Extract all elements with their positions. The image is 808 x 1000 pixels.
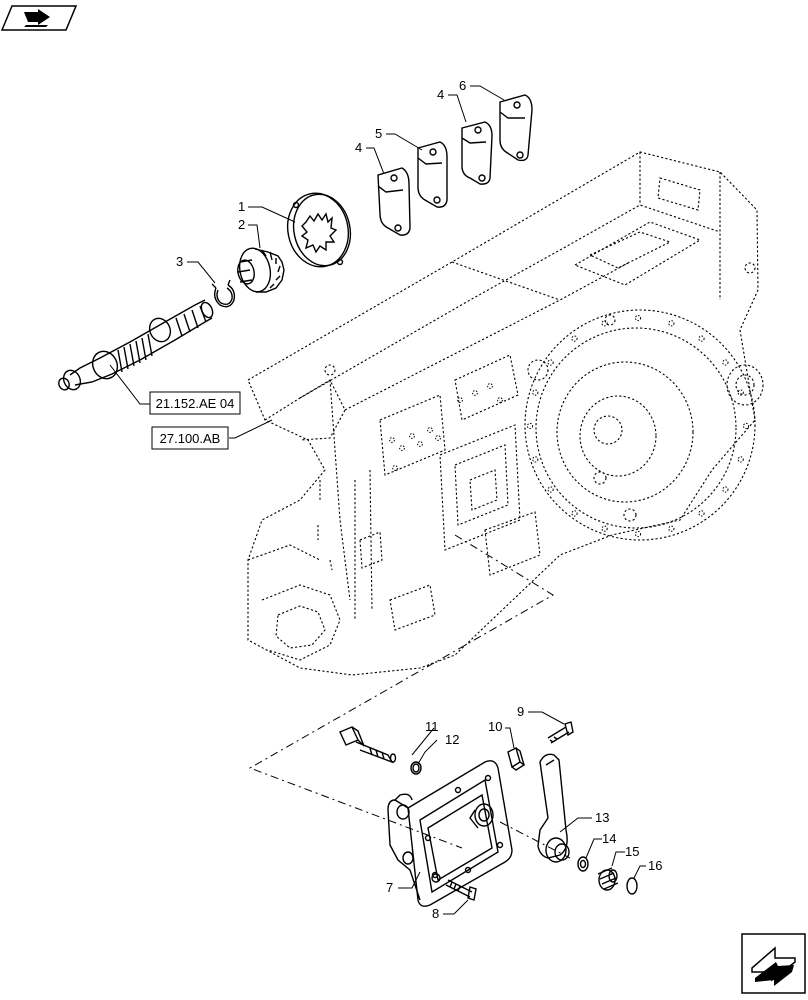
flange-bolt-hole	[742, 422, 750, 430]
callout-4: 4	[437, 87, 444, 102]
clip-part-10	[507, 746, 526, 771]
callout-3: 3	[176, 254, 183, 269]
ring-part-16	[626, 877, 638, 895]
callout-13: 13	[595, 810, 609, 825]
flange-bolt-hole	[532, 389, 539, 396]
cover-bolt-hole	[399, 445, 405, 451]
o-ring-part-12	[410, 761, 422, 775]
plate-part-4-lower	[377, 167, 411, 236]
flange-bolt-hole	[547, 359, 554, 366]
callout-4: 4	[355, 140, 362, 155]
cover-bolt-hole	[487, 383, 493, 389]
gear-part-2	[237, 247, 285, 293]
reference-box-21-152[interactable]: 21.152.AE 04	[149, 391, 241, 415]
cover-bolt-hole	[472, 390, 478, 396]
callout-16: 16	[648, 858, 662, 873]
plate-part-4-upper	[461, 121, 493, 185]
shaft-centerline	[499, 821, 571, 859]
housing-cover-bolt-holes	[389, 383, 503, 471]
next-page-arrow-icon[interactable]	[741, 933, 806, 994]
flange-bolt-hole	[601, 525, 608, 532]
washer-part-14	[577, 856, 589, 872]
cover-bolt-hole	[427, 427, 433, 433]
transmission-housing	[247, 151, 764, 676]
flange-bolt-hole	[532, 456, 539, 463]
flange-bolt-hole	[722, 359, 729, 366]
flange-bolt-hole	[547, 486, 554, 493]
cover-bolt-hole	[417, 441, 423, 447]
input-shaft	[58, 299, 214, 391]
callout-12: 12	[445, 732, 459, 747]
flange-bolt-hole	[668, 525, 675, 532]
reference-21-152-label: 21.152.AE 04	[156, 396, 235, 411]
plate-part-6	[499, 94, 533, 162]
callout-14: 14	[602, 831, 616, 846]
callout-2: 2	[238, 217, 245, 232]
lever-arm-part-13	[537, 753, 570, 863]
flange-bolt-hole	[698, 510, 705, 517]
callout-1: 1	[238, 199, 245, 214]
callout-10: 10	[488, 719, 502, 734]
bolt-part-9	[547, 721, 574, 744]
plate-part-5	[417, 141, 448, 208]
reference-27-100-label: 27.100.AB	[160, 431, 221, 446]
callout-8: 8	[432, 906, 439, 921]
flange-bolt-hole	[668, 320, 675, 327]
flange-bolt-hole	[571, 510, 578, 517]
callout-labels: 1 2 3 4 5 4 6 7 8 9 10 11 12 13 14 15 16	[176, 78, 662, 921]
cover-part-7	[387, 760, 513, 907]
flange-bolt-hole	[698, 335, 705, 342]
flange-bolt-hole	[722, 486, 729, 493]
callout-9: 9	[517, 704, 524, 719]
cover-bolt-hole	[392, 465, 398, 471]
spring-part-15	[597, 867, 619, 891]
callout-7: 7	[386, 880, 393, 895]
leader-lines	[109, 85, 646, 915]
bolt-part-8	[445, 879, 477, 901]
flange-bolt-hole	[571, 335, 578, 342]
callout-6: 6	[459, 78, 466, 93]
cover-bolt-hole	[435, 435, 441, 441]
cover-bolt-hole	[497, 397, 503, 403]
circlip-part-3	[211, 279, 236, 308]
flange-bolt-hole	[737, 456, 744, 463]
cover-bolt-hole	[409, 433, 415, 439]
book-arrow-icon[interactable]	[0, 5, 78, 31]
flange-bolt-hole	[526, 422, 534, 430]
flange-bolt-hole	[634, 530, 642, 538]
flange-bolt-hole	[601, 320, 608, 327]
reference-box-27-100[interactable]: 27.100.AB	[151, 426, 229, 450]
cover-bolt-hole	[457, 397, 463, 403]
callout-5: 5	[375, 126, 382, 141]
splined-disc-part-1	[286, 192, 352, 268]
assembly-centerline	[248, 534, 554, 849]
cover-bolt-hole	[389, 437, 395, 443]
flange-bolt-holes	[526, 314, 750, 538]
flange-bolt-hole	[737, 389, 744, 396]
lever-shaft-part-11	[339, 726, 397, 764]
flange-bolt-hole	[634, 314, 642, 322]
callout-15: 15	[625, 844, 639, 859]
callout-11: 11	[425, 719, 439, 734]
